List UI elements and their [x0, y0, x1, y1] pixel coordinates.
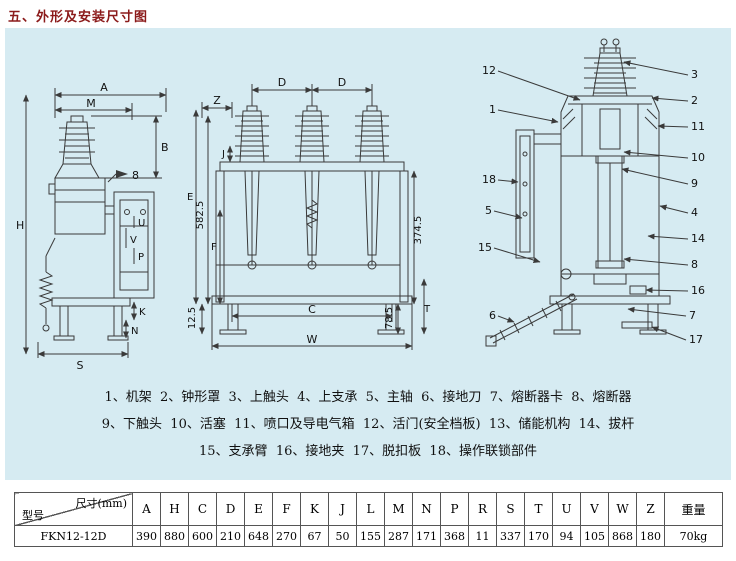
col-header: F — [272, 492, 301, 526]
dim-label-d1: D — [278, 76, 286, 89]
dim-value-cell: 50 — [328, 525, 357, 547]
parts-legend: 1、机架 2、钟形罩 3、上触头 4、上支承 5、主轴 6、接地刀 7、熔断器卡… — [5, 384, 731, 465]
dim-label-s: S — [77, 359, 84, 372]
callout-18: 18 — [482, 173, 496, 186]
dim-value-cell: 155 — [356, 525, 385, 547]
dim-label-374-5: 374.5 — [413, 216, 424, 245]
callout-16: 16 — [691, 284, 705, 297]
callout-1: 1 — [489, 103, 496, 116]
dim-label-j: J — [221, 149, 225, 160]
dim-value-cell: 868 — [608, 525, 637, 547]
front-view-linework — [193, 84, 427, 350]
col-header: V — [580, 492, 609, 526]
col-header: Z — [636, 492, 665, 526]
dimension-table: 尺寸(mm) 型号 A H C D E F K J L M N P R S T … — [14, 492, 723, 547]
corner-label-size: 尺寸(mm) — [75, 497, 127, 510]
dim-value-cell: 390 — [132, 525, 161, 547]
dim-label-k: K — [139, 307, 146, 318]
dim-value-cell: 337 — [496, 525, 525, 547]
col-header: C — [188, 492, 217, 526]
dim-label-n: N — [131, 326, 138, 337]
dim-value-cell: 368 — [440, 525, 469, 547]
col-header: J — [328, 492, 357, 526]
col-header: A — [132, 492, 161, 526]
dim-label-78-5: 78.5 — [384, 307, 395, 329]
dim-value-cell: 880 — [160, 525, 189, 547]
weight-value-cell: 70kg — [664, 525, 723, 547]
callout-6: 6 — [489, 309, 496, 322]
col-header: P — [440, 492, 469, 526]
col-header: D — [216, 492, 245, 526]
dim-label-b: B — [161, 141, 169, 154]
col-header: R — [468, 492, 497, 526]
dim-value-cell: 105 — [580, 525, 609, 547]
left-side-view-diagram: A M H B 8 U V P K N S — [16, 81, 169, 372]
callout-3: 3 — [691, 68, 698, 81]
col-header: H — [160, 492, 189, 526]
dim-label-w: W — [307, 333, 318, 346]
dim-value-cell: 11 — [468, 525, 497, 547]
dim-value-cell: 67 — [300, 525, 329, 547]
dim-label-t: T — [423, 304, 431, 315]
callout-15: 15 — [478, 241, 492, 254]
callout-7: 7 — [689, 309, 696, 322]
legend-line-3: 15、支承臂 16、接地夹 17、脱扣板 18、操作联锁部件 — [199, 444, 537, 459]
dim-value-cell: 648 — [244, 525, 273, 547]
dim-value-cell: 287 — [384, 525, 413, 547]
col-header: M — [384, 492, 413, 526]
dim-value-cell: 210 — [216, 525, 245, 547]
col-header: K — [300, 492, 329, 526]
dim-value-cell: 180 — [636, 525, 665, 547]
part-callout-8: 8 — [132, 169, 139, 182]
callout-5: 5 — [485, 204, 492, 217]
legend-line-1: 1、机架 2、钟形罩 3、上触头 4、上支承 5、主轴 6、接地刀 7、熔断器卡… — [104, 390, 632, 405]
callout-9: 9 — [691, 177, 698, 190]
callout-17: 17 — [689, 333, 703, 346]
callout-2: 2 — [691, 94, 698, 107]
callout-10: 10 — [691, 151, 705, 164]
dim-label-z: Z — [213, 94, 221, 107]
dim-label-h: H — [16, 219, 24, 232]
col-header-weight: 重量 — [664, 492, 723, 526]
legend-line-2: 9、下触头 10、活塞 11、喷口及导电气箱 12、活门(安全档板) 13、储能… — [101, 417, 635, 432]
dim-label-a: A — [100, 81, 108, 94]
dim-label-v: V — [130, 235, 137, 246]
col-header: U — [552, 492, 581, 526]
table-corner-cell: 尺寸(mm) 型号 — [14, 492, 133, 526]
col-header: S — [496, 492, 525, 526]
left-view-linework — [23, 88, 167, 358]
col-header: E — [244, 492, 273, 526]
callout-11: 11 — [691, 120, 705, 133]
dim-value-cell: 170 — [524, 525, 553, 547]
dim-label-12-5: 12.5 — [187, 307, 198, 329]
dim-label-p: P — [138, 252, 144, 263]
section-view-linework — [485, 38, 689, 347]
dim-label-f: F — [211, 242, 217, 253]
corner-label-model: 型号 — [22, 509, 44, 522]
dim-label-u: U — [138, 218, 145, 229]
model-cell: FKN12-12D — [14, 525, 133, 547]
col-header: T — [524, 492, 553, 526]
dim-value-cell: 94 — [552, 525, 581, 547]
callout-14: 14 — [691, 232, 705, 245]
dim-label-e: E — [187, 192, 193, 203]
dim-value-cell: 600 — [188, 525, 217, 547]
front-view-diagram: D D Z J E 582.5 F 374.5 78.5 T 12.5 C W — [187, 76, 431, 350]
col-header: N — [412, 492, 441, 526]
col-header: W — [608, 492, 637, 526]
dim-label-582-5: 582.5 — [195, 201, 206, 230]
col-header: L — [356, 492, 385, 526]
section-view-diagram: 12 1 18 5 15 6 3 2 11 10 9 4 14 8 16 7 1… — [478, 38, 705, 347]
page-title: 五、外形及安装尺寸图 — [8, 10, 149, 25]
dim-label-d2: D — [338, 76, 346, 89]
dim-value-cell: 171 — [412, 525, 441, 547]
callout-4: 4 — [691, 206, 698, 219]
callout-12: 12 — [482, 64, 496, 77]
dim-label-c: C — [308, 303, 316, 316]
dim-label-m: M — [86, 97, 96, 110]
dim-value-cell: 270 — [272, 525, 301, 547]
callout-8: 8 — [691, 258, 698, 271]
